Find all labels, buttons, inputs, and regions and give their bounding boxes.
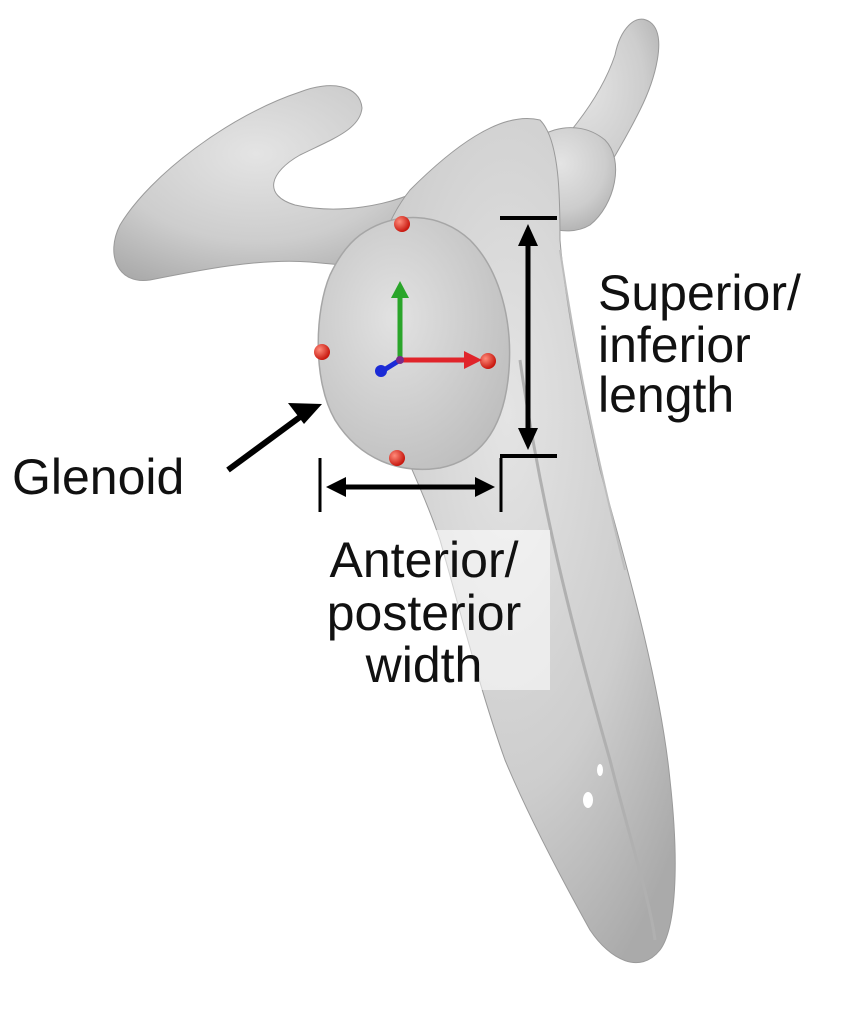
glenoid-pointer <box>228 403 322 470</box>
landmark-marker <box>394 216 410 232</box>
si-label-line3: length <box>598 367 734 423</box>
ap-label-line1: Anterior/ <box>330 532 519 588</box>
scapula-bone <box>114 19 675 962</box>
ap-label-line2: posterior <box>327 585 522 641</box>
si-label-line1: Superior/ <box>598 265 801 321</box>
ap-arrow-head-left <box>326 477 346 497</box>
landmark-marker <box>389 450 405 466</box>
glenoid-label: Glenoid <box>12 449 184 505</box>
glenoid-arrow <box>228 417 300 470</box>
landmark-marker <box>480 353 496 369</box>
axis-origin <box>396 356 404 364</box>
landmark-marker <box>314 344 330 360</box>
axis-z-head <box>375 365 387 377</box>
blade-hole <box>597 764 603 776</box>
ap-label-line3: width <box>365 637 483 693</box>
blade-hole <box>583 792 593 808</box>
si-label-line2: inferior <box>598 317 751 373</box>
glenoid-surface <box>318 218 509 470</box>
